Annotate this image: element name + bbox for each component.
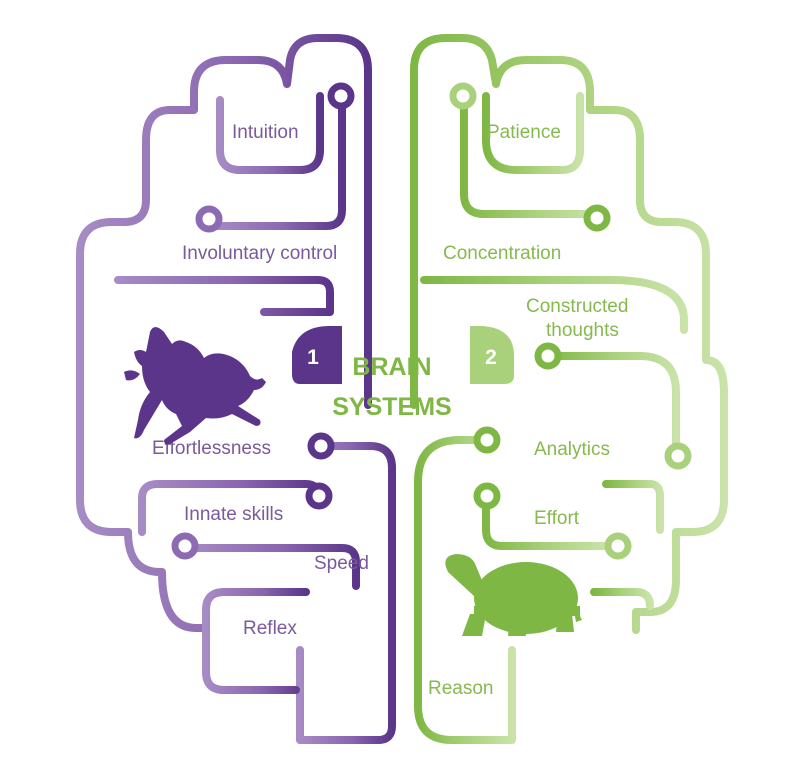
left-nodes (171, 82, 355, 560)
tortoise-lobe (590, 588, 654, 610)
node-patience (449, 82, 477, 110)
label-thoughts: thoughts (546, 320, 619, 341)
label-speed: Speed (314, 553, 369, 574)
label-analytics: Analytics (534, 439, 610, 460)
system-2-badge (470, 326, 514, 384)
node-speed (171, 532, 199, 560)
node-effort (473, 482, 501, 510)
tortoise-icon (445, 554, 582, 636)
label-involuntary-control: Involuntary control (182, 243, 337, 264)
node-involuntary (195, 205, 223, 233)
right-outer-contour (410, 34, 728, 634)
involuntary-band (114, 276, 334, 316)
node-effort-right (604, 532, 632, 560)
node-effortlessness (307, 432, 335, 460)
hare-icon (124, 327, 266, 445)
intuition-lobe (210, 92, 346, 230)
node-innate (305, 482, 333, 510)
analytics-line (414, 436, 516, 744)
label-effort: Effort (534, 508, 580, 529)
right-nodes (449, 82, 692, 560)
reflex-lobe (202, 588, 310, 694)
effortlessness-line (296, 442, 396, 744)
label-reason: Reason (428, 678, 494, 699)
system-2-number: 2 (485, 346, 497, 369)
system-1-badge (292, 326, 342, 384)
node-analytics-right (664, 442, 692, 470)
label-constructed: Constructed (526, 296, 628, 317)
right-hemisphere (410, 34, 728, 744)
node-intuition (327, 82, 355, 110)
effort-outer (602, 480, 664, 534)
concentration-band (420, 276, 688, 334)
constructed-band (544, 352, 680, 460)
title-line-1: BRAIN (352, 353, 431, 381)
label-patience: Patience (487, 122, 561, 143)
left-outer-contour (76, 34, 372, 632)
label-innate-skills: Innate skills (184, 504, 283, 525)
node-analytics-left (473, 426, 501, 454)
label-reflex: Reflex (243, 618, 297, 639)
system-1-number: 1 (307, 346, 319, 369)
patience-lobe (460, 92, 600, 218)
label-intuition: Intuition (232, 122, 299, 143)
effort-box (482, 492, 610, 550)
node-concentration (583, 204, 611, 232)
innate-skills-line (182, 544, 360, 590)
label-effortlessness: Effortlessness (152, 438, 271, 459)
patience-box (482, 92, 584, 174)
intuition-box (216, 92, 324, 174)
title-line-2: SYSTEMS (332, 393, 451, 421)
label-concentration: Concentration (443, 243, 561, 264)
node-constructed (534, 342, 562, 370)
left-hemisphere (76, 34, 396, 744)
